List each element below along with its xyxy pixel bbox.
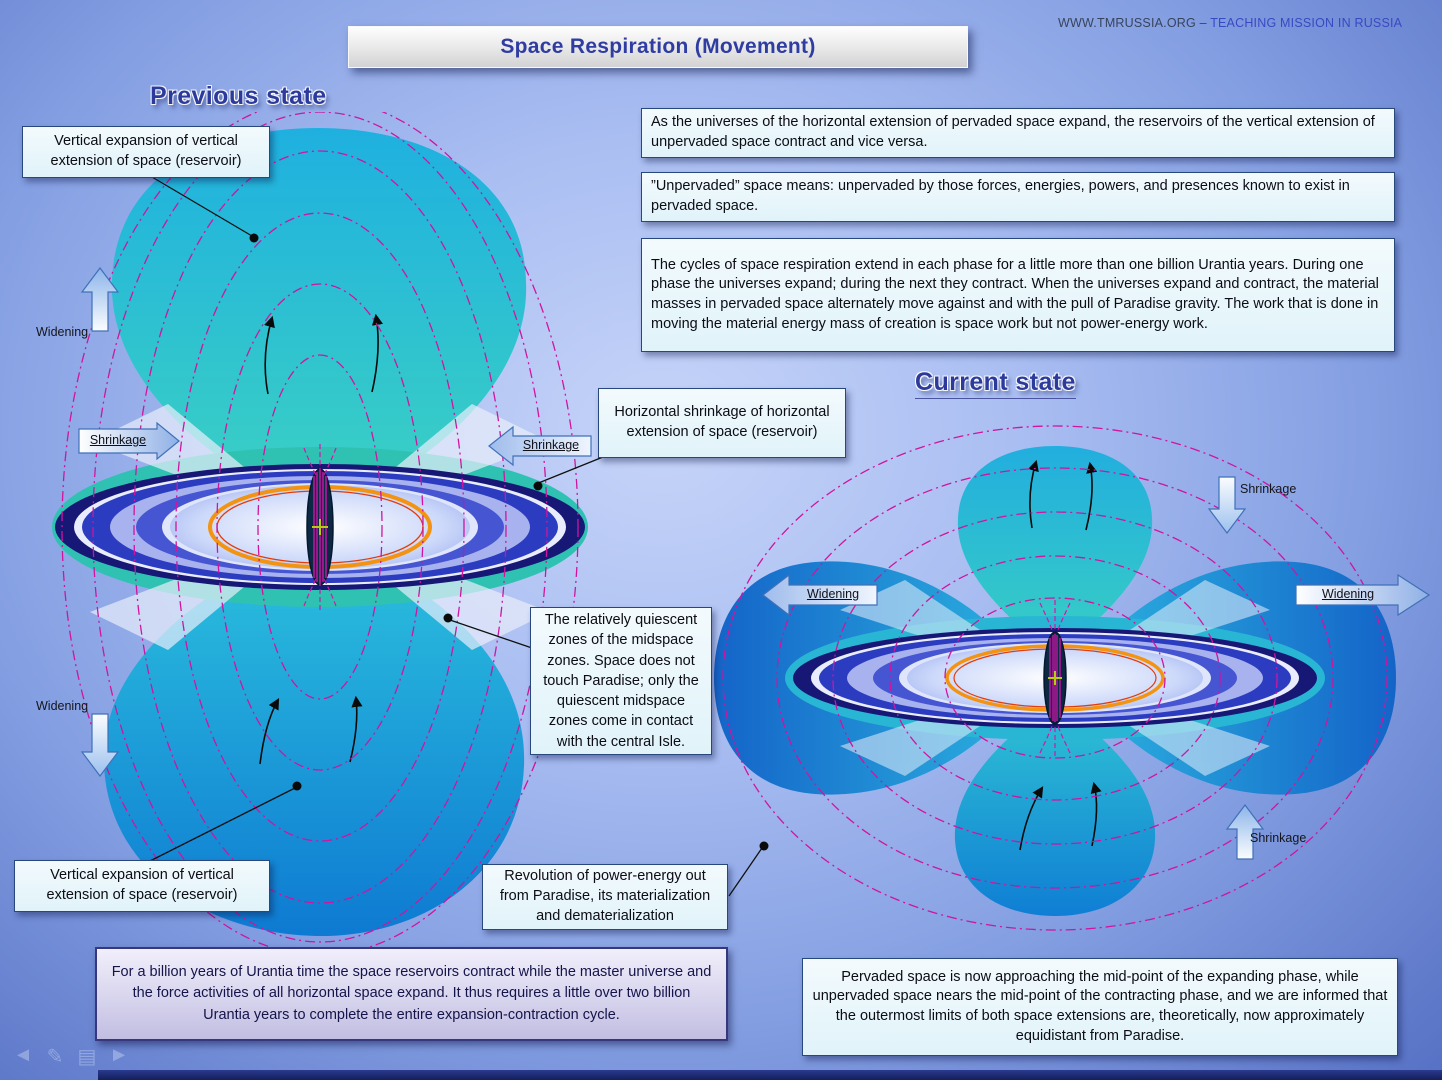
label-shrinkage-right-bottom: Shrinkage — [1250, 831, 1307, 845]
site-link-prefix: WWW.TMRUSSIA.ORG – — [1058, 16, 1211, 30]
heading-current-state: Current state — [915, 368, 1076, 399]
label-widening-left-top: Widening — [36, 325, 89, 339]
converging-field-lines — [1039, 600, 1071, 756]
info-respiration-cycles: The cycles of space respiration extend i… — [641, 238, 1395, 352]
info-unpervaded-definition: ”Unpervaded” space means: unpervaded by … — [641, 172, 1395, 222]
next-slide-icon[interactable]: ► — [109, 1044, 129, 1066]
presenter-controls: ◄ ✎ ▤ ► — [12, 1044, 130, 1069]
heading-previous-state: Previous state — [150, 82, 327, 110]
callout-vertical-expansion-bottom: Vertical expansion of vertical extension… — [14, 860, 270, 912]
callout-horizontal-shrinkage: Horizontal shrinkage of horizontal exten… — [598, 388, 846, 458]
callout-revolution-power-energy: Revolution of power-energy out from Para… — [482, 864, 728, 930]
callout-quiescent-zones: The relatively quiescent zones of the mi… — [530, 607, 712, 755]
label-widening-in-left-arrow: Widening — [806, 587, 860, 601]
upward-flow-arrows — [259, 313, 383, 765]
unpervaded-field-ellipses — [722, 425, 1388, 931]
bottom-edge-bar — [98, 1070, 1442, 1080]
slide-menu-icon[interactable]: ▤ — [77, 1046, 97, 1068]
current-state-diagram — [714, 425, 1396, 931]
site-link-suffix: TEACHING MISSION IN RUSSIA — [1210, 16, 1403, 30]
bottom-reservoir-lobe — [954, 700, 1156, 916]
previous-state-diagram — [52, 112, 588, 956]
label-shrinkage-right-top: Shrinkage — [1240, 482, 1297, 496]
pen-tool-icon[interactable]: ✎ — [46, 1046, 64, 1068]
label-widening-left-bottom: Widening — [36, 699, 89, 713]
callout-vertical-expansion-top: Vertical expansion of vertical extension… — [22, 126, 270, 178]
label-shrinkage-in-left-arrow: Shrinkage — [522, 438, 580, 452]
upward-flow-arrows — [1019, 459, 1102, 851]
label-shrinkage-in-right-arrow: Shrinkage — [89, 433, 147, 447]
previous-slide-icon[interactable]: ◄ — [13, 1044, 33, 1066]
top-reservoir-lobe — [957, 446, 1153, 656]
info-current-midpoint: Pervaded space is now approaching the mi… — [802, 958, 1398, 1056]
info-billion-years-cycle: For a billion years of Urantia time the … — [95, 947, 728, 1041]
slide-title: Space Respiration (Movement) — [500, 35, 816, 58]
info-expansion-reciprocity: As the universes of the horizontal exten… — [641, 108, 1395, 158]
site-link[interactable]: WWW.TMRUSSIA.ORG – TEACHING MISSION IN R… — [1058, 16, 1402, 30]
paradise-lens — [1043, 631, 1067, 725]
label-widening-in-right-arrow: Widening — [1321, 587, 1375, 601]
paradise-lens — [306, 468, 334, 586]
slide-title-bar: Space Respiration (Movement) — [348, 26, 968, 68]
converging-field-lines — [303, 444, 337, 610]
